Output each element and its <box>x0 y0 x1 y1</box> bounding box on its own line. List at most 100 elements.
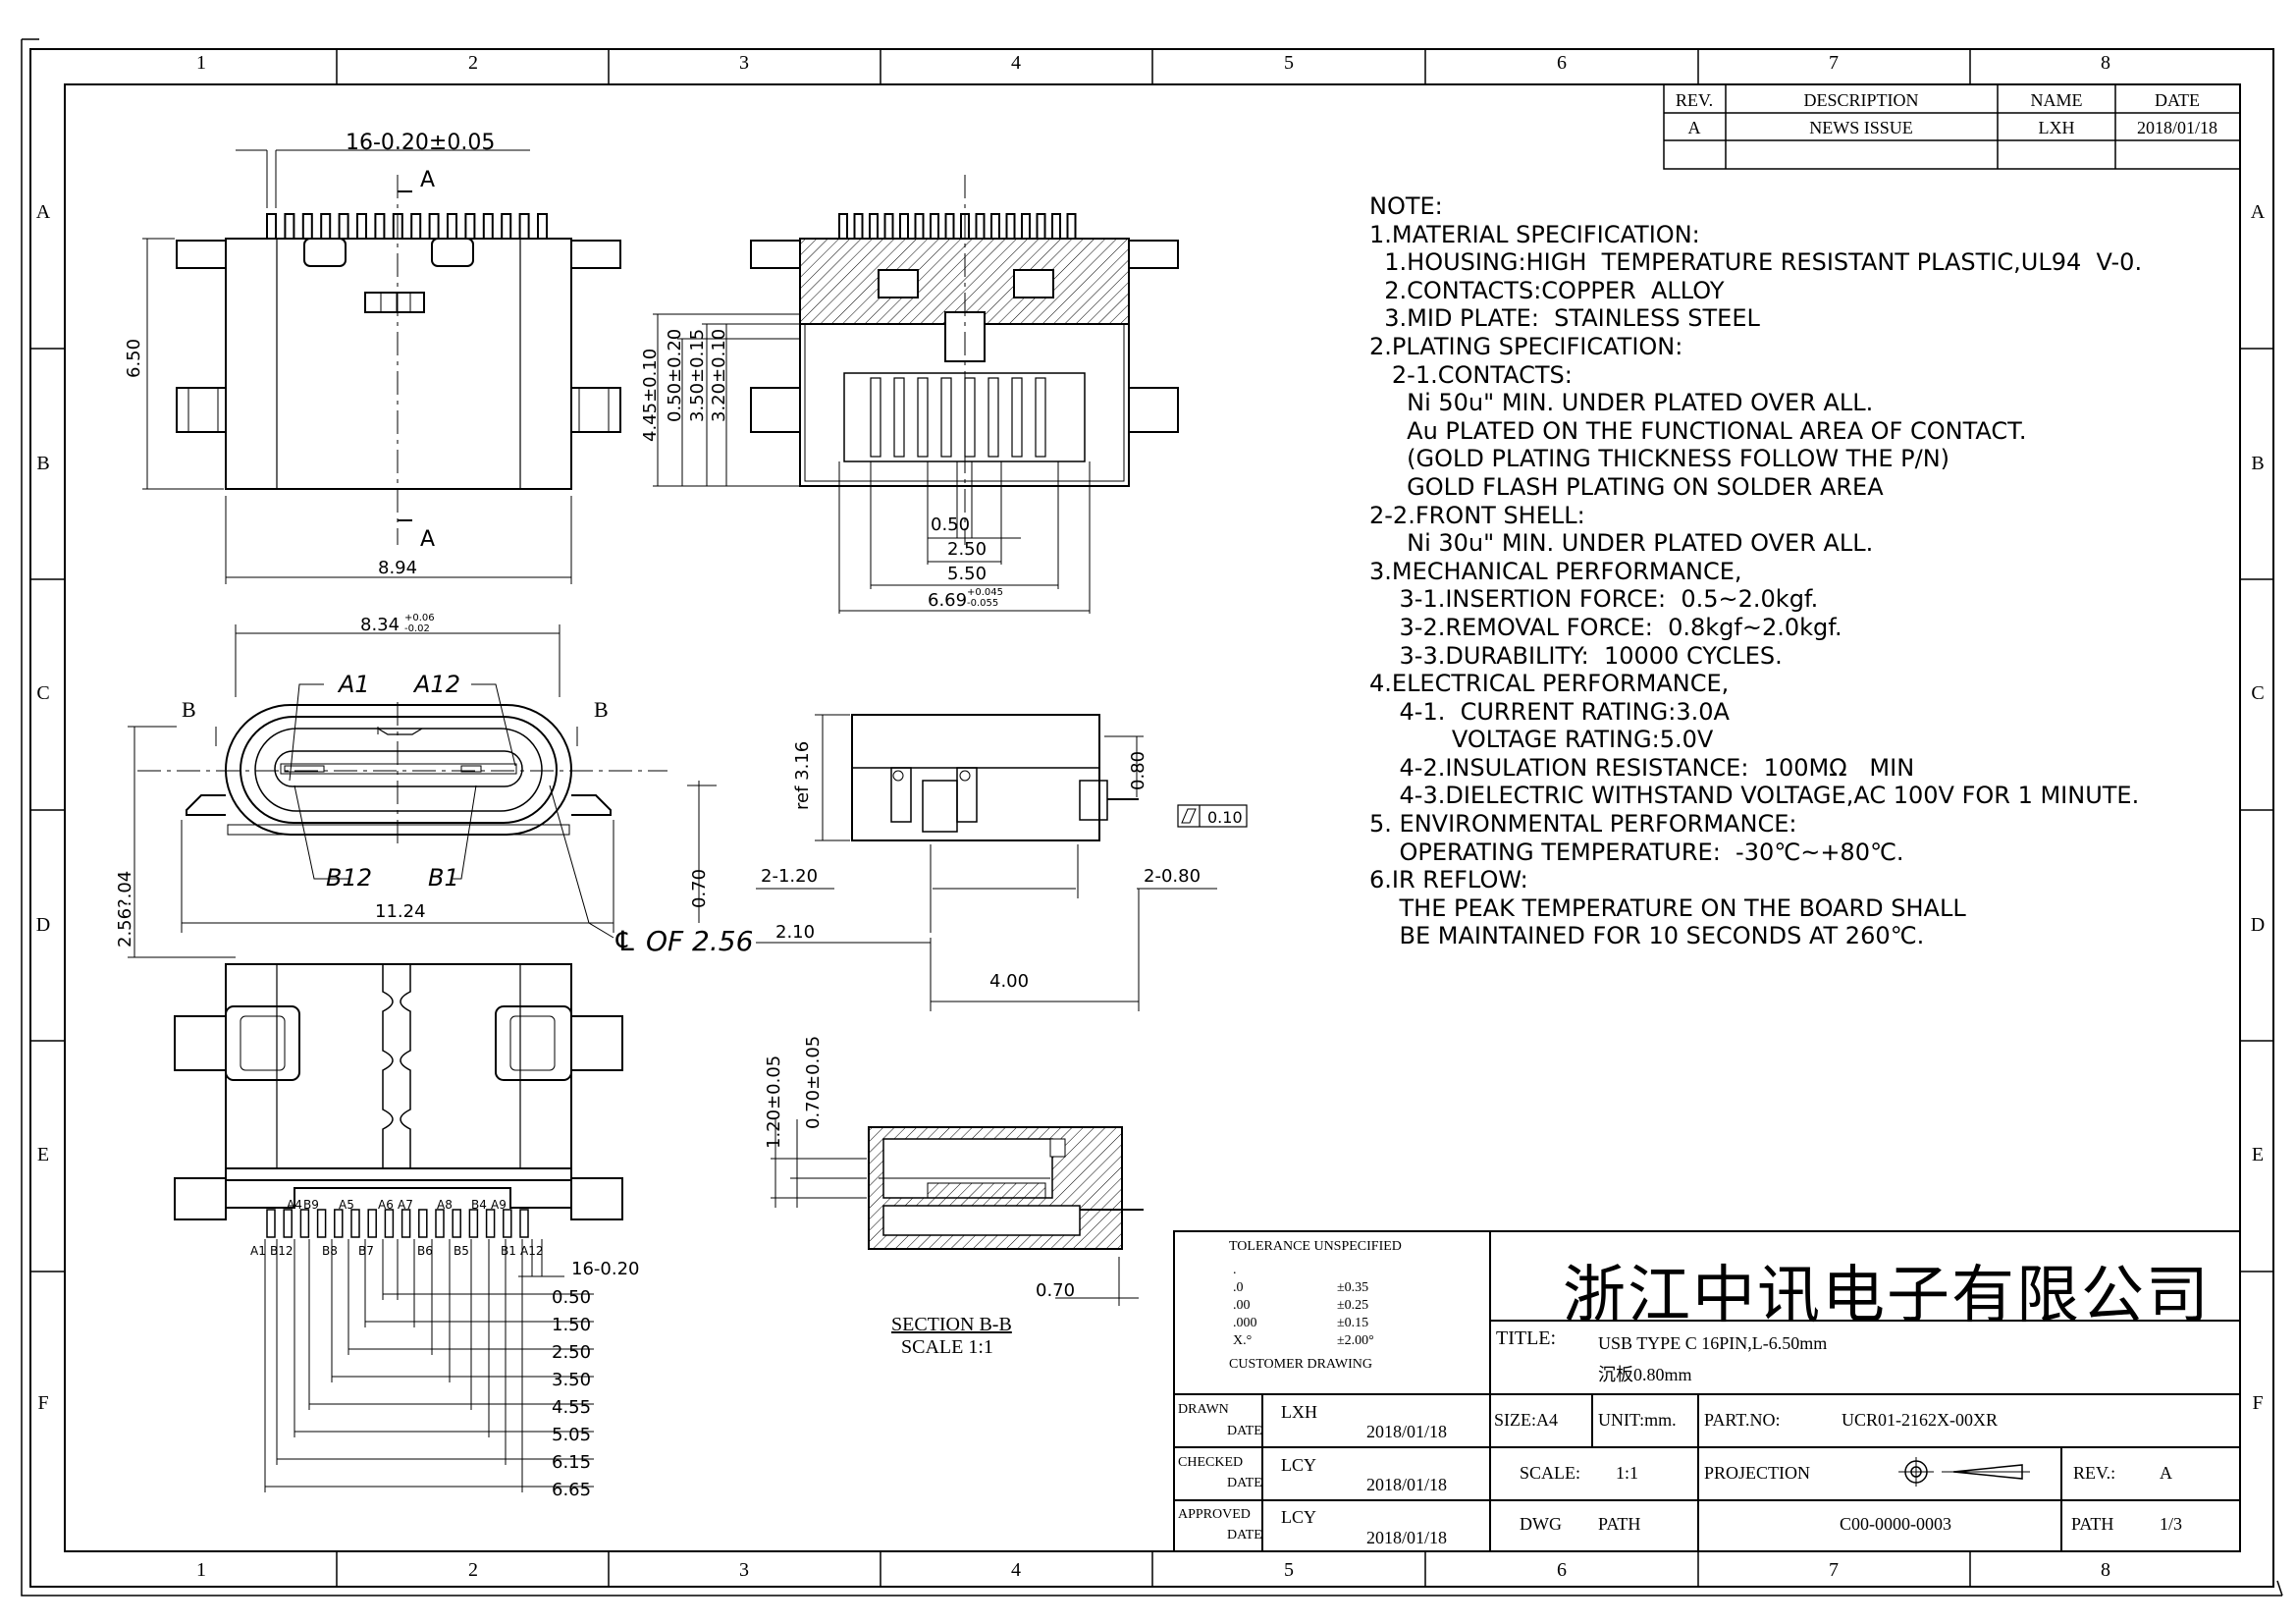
tolerance-value: ±2.00° <box>1337 1333 1374 1348</box>
pin <box>501 213 512 240</box>
pin-label-top: A6 <box>378 1198 394 1212</box>
pin <box>374 213 386 240</box>
pin <box>266 1209 276 1238</box>
pin <box>320 213 332 240</box>
tolerance-format: X.° <box>1233 1333 1253 1348</box>
grid-col-label: 2 <box>468 52 478 74</box>
section-a-dims <box>653 313 1091 614</box>
grid-row-label: C <box>2251 682 2264 704</box>
dwg-label: DWG <box>1520 1514 1562 1534</box>
side-view <box>851 714 1139 841</box>
note-line: 1.HOUSING:HIGH TEMPERATURE RESISTANT PLA… <box>1369 248 2143 277</box>
grid-col-label: 2 <box>468 1559 478 1581</box>
note-line: 6.IR REFLOW: <box>1369 866 1528 894</box>
dim-070c: 0.70 <box>1036 1280 1075 1301</box>
top-view-dims <box>142 149 572 584</box>
grid-row-label: F <box>2252 1392 2263 1414</box>
dim-height-256: 2.56?.04 <box>115 871 135 947</box>
dim-span-550: 5.50 <box>947 564 987 584</box>
front-view-dims <box>128 624 717 958</box>
tolerance-format: .000 <box>1233 1316 1257 1330</box>
contact <box>893 377 905 458</box>
pin-label-b1: B1 <box>428 864 459 892</box>
rev-value: A <box>1688 118 1701 137</box>
note-line: Ni 50u" MIN. UNDER PLATED OVER ALL. <box>1369 389 1874 417</box>
dim-400: 4.00 <box>989 971 1029 992</box>
section-a-label: A <box>420 527 435 552</box>
top-view-labels: 16-0.20±0.05 A A 8.94 6.50 <box>124 131 495 578</box>
pin <box>338 213 349 240</box>
pin-span-value: 5.05 <box>552 1425 591 1445</box>
pin <box>356 213 367 240</box>
grid-col-label: 8 <box>2101 52 2110 74</box>
checked-by: LCY <box>1281 1455 1316 1475</box>
note-line: 3-2.REMOVAL FORCE: 0.8kgf~2.0kgf. <box>1369 613 1842 641</box>
pin-label-bottom: B6 <box>417 1244 433 1258</box>
tolerance-heading: TOLERANCE UNSPECIFIED <box>1229 1239 1402 1254</box>
note-line: 2-1.CONTACTS: <box>1369 360 1573 389</box>
contact <box>1011 377 1023 458</box>
pin-label-top: A8 <box>437 1198 453 1212</box>
note-line: 2.CONTACTS:COPPER ALLOY <box>1369 276 1725 304</box>
pin-label-bottom: B1 <box>501 1244 516 1258</box>
tolerance-format: .00 <box>1233 1298 1251 1313</box>
contact <box>964 377 976 458</box>
flatness-value: 0.10 <box>1207 808 1243 827</box>
grid-row-label: D <box>2251 914 2265 936</box>
dim-070b: 0.70±0.05 <box>803 1036 824 1129</box>
dim-210: 2.10 <box>775 922 815 943</box>
note-line: 5. ENVIRONMENTAL PERFORMANCE: <box>1369 810 1797 839</box>
rev-label: REV.: <box>2073 1463 2116 1483</box>
company-name: 浙江中讯电子有限公司 <box>1563 1260 2211 1332</box>
note-line: 4-1. CURRENT RATING:3.0A <box>1369 697 1730 726</box>
pin <box>350 1209 360 1238</box>
contact <box>940 377 952 458</box>
side-view-labels: ref 3.16 0.80 0.10 2-1.20 2-0.80 2.10 4.… <box>761 741 1243 992</box>
grid-col-label: 4 <box>1011 1559 1021 1581</box>
note-line: OPERATING TEMPERATURE: -30℃~+80℃. <box>1369 838 1904 866</box>
drawn-by: LXH <box>1281 1402 1317 1422</box>
pin <box>1036 213 1046 240</box>
pin-label-top: A5 <box>339 1198 354 1212</box>
title-block <box>1173 1230 2241 1552</box>
grid-col-label: 3 <box>739 52 749 74</box>
dim-320: 3.20±0.10 <box>709 329 729 422</box>
date-label: DATE <box>1227 1528 1262 1543</box>
pin <box>384 1209 395 1238</box>
part-no-label: PART.NO: <box>1704 1410 1781 1430</box>
grid-labels: 1 2 3 4 5 6 7 8 1 2 3 4 5 6 7 8 A B C D … <box>36 52 2266 1581</box>
dim-080: 0.80 <box>1128 751 1148 790</box>
top-view <box>176 175 621 545</box>
pin <box>869 213 879 240</box>
pin <box>518 213 530 240</box>
grid-col-label: 5 <box>1284 52 1294 74</box>
scale-label: SCALE: <box>1520 1463 1581 1483</box>
grid-row-label: A <box>2251 201 2266 223</box>
grid-row-label: E <box>2252 1144 2264 1165</box>
pin-label-top: A4 <box>287 1198 302 1212</box>
section-bb-scale: SCALE 1:1 <box>901 1336 993 1358</box>
grid-col-label: 7 <box>1829 1559 1839 1581</box>
note-line: GOLD FLASH PLATING ON SOLDER AREA <box>1369 472 1884 501</box>
pin <box>400 1209 411 1238</box>
note-line: 4.ELECTRICAL PERFORMANCE, <box>1369 670 1730 698</box>
dim-pin-width: 16-0.20±0.05 <box>346 131 495 155</box>
pin <box>435 1209 445 1238</box>
pin <box>452 1209 461 1238</box>
grid-row-label: F <box>37 1392 48 1414</box>
note-line: 1.MATERIAL SPECIFICATION: <box>1369 220 1700 248</box>
pin-label-top: B4 <box>471 1198 487 1212</box>
note-line: (GOLD PLATING THICKNESS FOLLOW THE P/N) <box>1369 445 1950 473</box>
pin <box>914 213 925 240</box>
grid-row-label: D <box>36 914 50 936</box>
pin <box>990 213 1000 240</box>
grid-col-label: 7 <box>1829 52 1839 74</box>
title-label: TITLE: <box>1496 1327 1557 1349</box>
contact <box>1035 377 1046 458</box>
dim-445: 4.45±0.10 <box>640 349 661 442</box>
dim-120: 1.20±0.05 <box>764 1056 784 1149</box>
pin-span-value: 6.65 <box>552 1480 591 1500</box>
note-line: THE PEAK TEMPERATURE ON THE BOARD SHALL <box>1369 893 1966 922</box>
contact <box>870 377 881 458</box>
